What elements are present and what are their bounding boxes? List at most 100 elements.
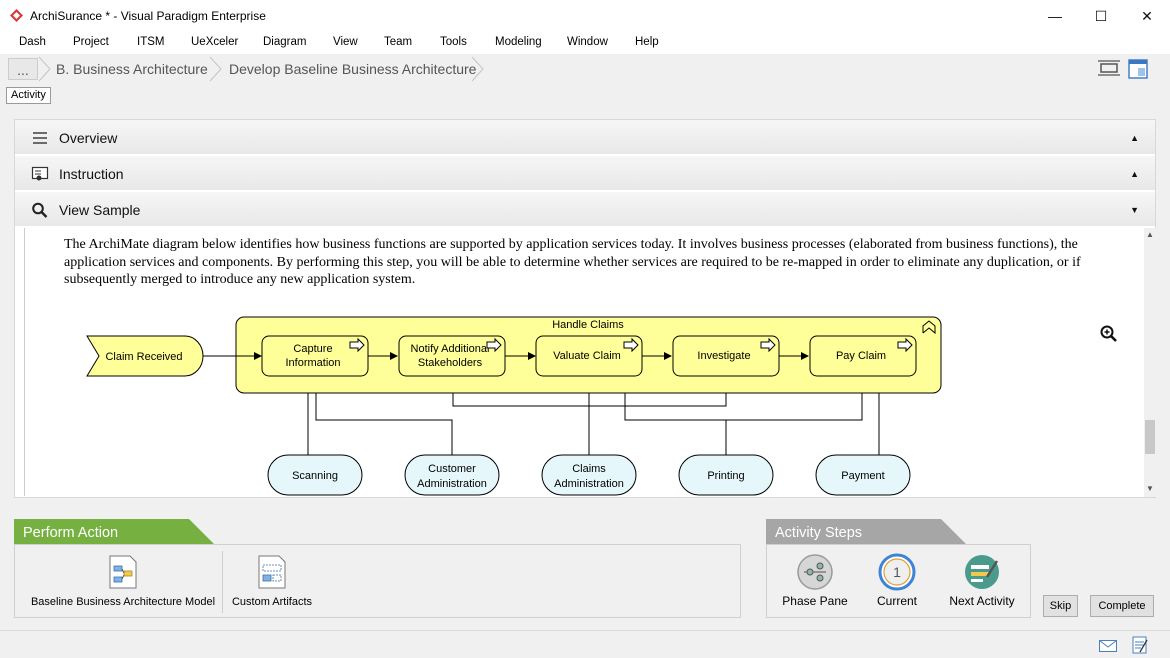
current-step-number: 1: [893, 564, 901, 580]
view-sample-header[interactable]: View Sample ▼: [15, 192, 1155, 227]
collapse-up-icon: ▲: [1130, 169, 1139, 179]
event-claim-received: [86, 335, 204, 377]
sample-description: The ArchiMate diagram below identifies h…: [64, 237, 1081, 287]
close-button[interactable]: ✕: [1124, 0, 1170, 32]
menu-bar: Dash Project ITSM UeXceler Diagram View …: [0, 32, 1170, 54]
title-bar: ArchiSurance * - Visual Paradigm Enterpr…: [0, 0, 1170, 32]
tab-activity[interactable]: Activity: [6, 87, 51, 104]
service-label-line1: Claims: [572, 463, 606, 475]
breadcrumb-separator-icon: [209, 56, 222, 82]
menu-project[interactable]: Project: [73, 36, 109, 48]
process-label-line1: Notify Additional: [411, 343, 490, 355]
step-label: Current: [876, 594, 917, 608]
maximize-icon: ☐: [1094, 7, 1108, 24]
menu-diagram[interactable]: Diagram: [263, 36, 307, 48]
breadcrumb: ... B. Business Architecture Develop Bas…: [0, 54, 1170, 84]
breadcrumb-separator-icon: [38, 56, 51, 82]
step-label: Phase Pane: [782, 594, 848, 608]
process-capture-information: Capture Information: [261, 335, 369, 377]
breadcrumb-more[interactable]: ...: [8, 58, 38, 80]
menu-uexceler[interactable]: UeXceler: [191, 36, 239, 48]
activity-steps-header: Activity Steps: [766, 519, 966, 544]
scroll-thumb[interactable]: [1145, 420, 1155, 454]
menu-help[interactable]: Help: [635, 36, 659, 48]
complete-button[interactable]: Complete: [1090, 595, 1154, 617]
window-title: ArchiSurance * - Visual Paradigm Enterpr…: [30, 9, 266, 23]
menu-dash[interactable]: Dash: [19, 36, 46, 48]
connector-printing-valuate: [625, 386, 727, 456]
phase-pane-step[interactable]: Phase Pane: [775, 553, 855, 608]
activity-steps-title: Activity Steps: [775, 525, 862, 541]
process-investigate: Investigate: [672, 335, 780, 377]
service-label-line2: Administration: [554, 478, 624, 490]
container-label: Handle Claims: [552, 319, 624, 331]
connector-printing-pay: [726, 386, 862, 421]
service-scanning: Scanning: [267, 454, 363, 496]
service-label: Payment: [841, 470, 884, 482]
diagram-model-icon: [109, 555, 137, 589]
overview-label: Overview: [59, 130, 118, 146]
menu-team[interactable]: Team: [384, 36, 413, 48]
process-arrow-icon: [760, 337, 776, 353]
search-icon: [32, 202, 48, 218]
collapse-up-icon: ▲: [1130, 133, 1139, 143]
baseline-model-action[interactable]: Baseline Business Architecture Model: [23, 555, 223, 608]
service-label-line2: Administration: [417, 478, 487, 490]
process-label: Valuate Claim: [553, 350, 621, 362]
current-step[interactable]: 1 Current: [865, 553, 929, 608]
perform-action-panel: Baseline Business Architecture Model Cus…: [14, 544, 741, 618]
custom-artifacts-action[interactable]: Custom Artifacts: [227, 555, 317, 608]
instruction-header[interactable]: Instruction ▲: [15, 156, 1155, 191]
minimize-button[interactable]: —: [1032, 0, 1078, 32]
process-label-line2: Information: [285, 357, 340, 369]
current-step-icon: 1: [878, 553, 916, 591]
status-bar: [0, 630, 1170, 658]
function-icon: [922, 320, 936, 335]
minimize-icon: —: [1048, 8, 1062, 24]
zoom-in-icon[interactable]: [1099, 324, 1119, 344]
connector-claims-notify: [453, 386, 590, 456]
connector-customer-capture: [316, 386, 453, 456]
fit-diagram-icon[interactable]: [1098, 60, 1120, 76]
instruction-icon: [31, 166, 49, 181]
breadcrumb-item-business-architecture[interactable]: B. Business Architecture: [56, 61, 208, 77]
mail-icon[interactable]: [1099, 640, 1117, 652]
service-label: Printing: [707, 470, 744, 482]
vertical-scrollbar[interactable]: ▲ ▼: [1144, 228, 1156, 497]
service-customer-administration: Customer Administration: [404, 454, 500, 496]
custom-artifact-icon: [258, 555, 286, 589]
next-activity-step[interactable]: Next Activity: [939, 553, 1025, 608]
service-label: Scanning: [292, 470, 338, 482]
service-claims-administration: Claims Administration: [541, 454, 637, 496]
notes-icon[interactable]: [1132, 636, 1148, 654]
next-activity-icon: [965, 555, 999, 589]
maximize-button[interactable]: ☐: [1078, 0, 1124, 32]
process-arrow-icon: [897, 337, 913, 353]
scroll-down-icon[interactable]: ▼: [1146, 484, 1154, 493]
menu-view[interactable]: View: [333, 36, 358, 48]
service-printing: Printing: [678, 454, 774, 496]
activity-steps-panel: Phase Pane 1 Current Next Activity: [766, 544, 1031, 618]
step-label: Next Activity: [949, 594, 1015, 608]
breadcrumb-separator-icon: [471, 56, 484, 82]
process-valuate-claim: Valuate Claim: [535, 335, 643, 377]
skip-button[interactable]: Skip: [1043, 595, 1078, 617]
sample-content: The ArchiMate diagram below identifies h…: [24, 228, 1144, 496]
process-notify-stakeholders: Notify Additional Stakeholders: [398, 335, 506, 377]
process-arrow-icon: [623, 337, 639, 353]
process-label-line2: Stakeholders: [418, 357, 483, 369]
overview-header[interactable]: Overview ▲: [15, 120, 1155, 155]
process-label: Investigate: [697, 350, 750, 362]
menu-modeling[interactable]: Modeling: [495, 36, 542, 48]
panel-toggle-icon[interactable]: [1128, 59, 1148, 79]
breadcrumb-item-develop-baseline[interactable]: Develop Baseline Business Architecture: [229, 61, 477, 77]
event-label: Claim Received: [105, 351, 182, 363]
phase-pane-icon: [797, 554, 833, 590]
menu-itsm[interactable]: ITSM: [137, 36, 165, 48]
menu-window[interactable]: Window: [567, 36, 608, 48]
scroll-up-icon[interactable]: ▲: [1146, 230, 1154, 239]
perform-action-title: Perform Action: [23, 525, 118, 541]
menu-tools[interactable]: Tools: [440, 36, 467, 48]
divider: [222, 551, 223, 613]
main-panel: Overview ▲ Instruction ▲ View Sample ▼ T…: [14, 119, 1156, 498]
